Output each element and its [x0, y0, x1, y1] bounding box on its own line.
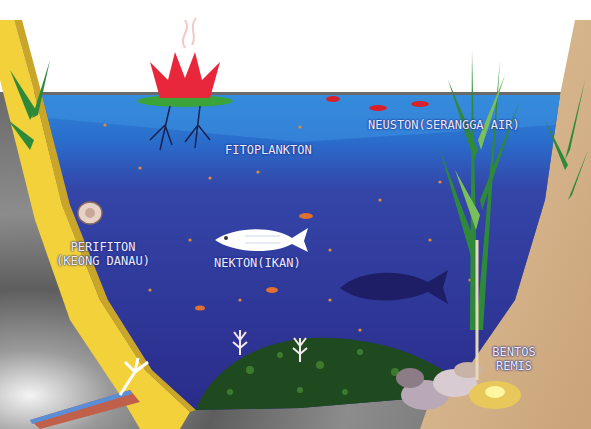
- organism-label: NEKTON(IKAN): [214, 256, 324, 270]
- organism-label: PERIFITON (KEONG DANAU): [48, 240, 158, 268]
- organism-label: BENTOS REMIS: [484, 345, 544, 373]
- organism-label: NEUSTON(SERANGGA AIR): [368, 118, 538, 132]
- organism-label: FITOPLANKTON: [225, 143, 345, 157]
